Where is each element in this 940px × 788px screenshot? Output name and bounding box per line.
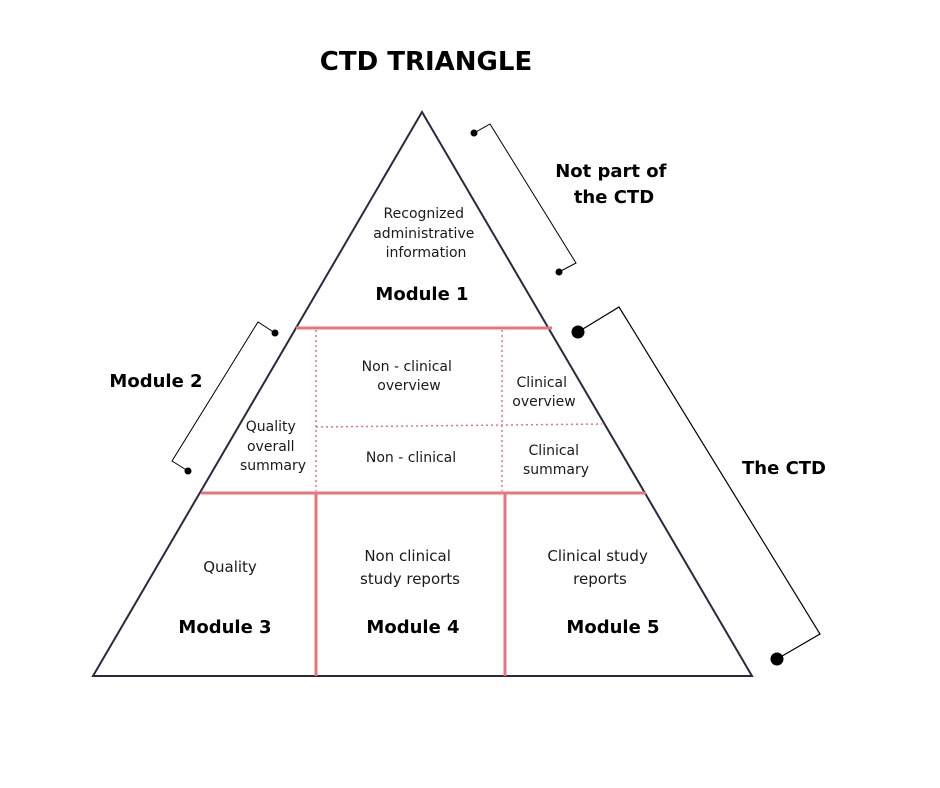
bracket-dot — [271, 329, 279, 337]
module1-label: Module 1 — [375, 284, 468, 305]
not-part-bracket — [473, 123, 577, 273]
module2-label: Module 2 — [109, 371, 202, 392]
bracket-dot — [571, 325, 585, 339]
the-ctd-label: The CTD — [742, 458, 826, 479]
module5-label: Module 5 — [566, 617, 659, 638]
clinical-overview: Clinical overview — [512, 375, 575, 410]
clinical-summary: Clinical summary — [523, 443, 589, 478]
bracket-dot — [470, 129, 478, 137]
module1-description: Recognized administrative information — [373, 206, 479, 261]
not-part-of-ctd-label: Not part of the CTD — [555, 161, 673, 208]
the-ctd-bracket — [577, 306, 821, 660]
pyramid-outline — [91, 110, 754, 677]
bracket-dot — [184, 467, 192, 475]
bracket-dot — [770, 652, 784, 666]
module3-label: Module 3 — [178, 617, 271, 638]
quality-overall-summary: Quality overall summary — [240, 419, 306, 474]
module5-description: Clinical study reports — [547, 547, 652, 588]
bracket-dot — [555, 268, 563, 276]
module4-description: Non clinical study reports — [360, 547, 460, 588]
module3-description: Quality — [203, 558, 257, 576]
nonclinical-summary: Non - clinical — [366, 450, 456, 466]
dotted-divider-middle — [315, 423, 603, 428]
nonclinical-overview: Non - clinical overview — [362, 359, 457, 394]
module4-label: Module 4 — [366, 617, 459, 638]
module2-bracket — [171, 321, 276, 472]
diagram-title: CTD TRIANGLE — [320, 47, 532, 77]
